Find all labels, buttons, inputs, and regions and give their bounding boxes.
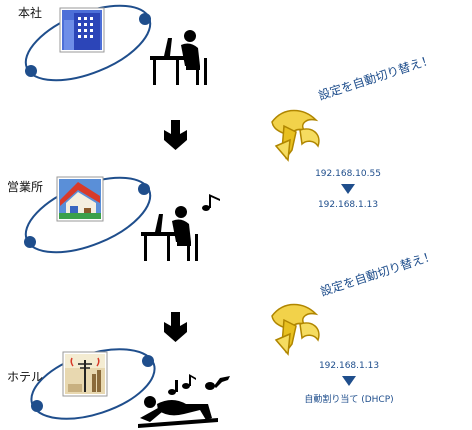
down-arrow-icon [164, 120, 187, 150]
ip-address-from: 192.168.1.13 [319, 361, 379, 371]
dhcp-label: 自動割り当て (DHCP) [304, 393, 393, 405]
stage-branch-office: 営業所 [7, 176, 220, 261]
stage-head-office: 本社 [18, 4, 207, 85]
auto-switch-note: 設定を自動切り替え！ [316, 52, 435, 103]
flying-wing-icon [271, 303, 320, 356]
switch-1: 設定を自動切り替え！ 192.168.10.55 192.168.1.13 [271, 52, 435, 210]
person-relaxing-icon [138, 396, 218, 428]
stage-hotel: ホテル [7, 348, 230, 428]
down-arrow-icon [164, 312, 187, 342]
office-building-icon [59, 7, 105, 53]
location-label-branch-office: 営業所 [7, 180, 43, 194]
switch-2: 設定を自動切り替え！ 192.168.1.13 自動割り当て (DHCP) [271, 248, 437, 405]
flying-wing-icon [271, 109, 320, 162]
hotel-antenna-icon [62, 351, 108, 397]
music-note-icon [168, 374, 230, 395]
location-label-head-office: 本社 [18, 5, 42, 20]
down-triangle-icon [342, 376, 356, 386]
house-icon [56, 176, 104, 222]
ip-address-from: 192.168.10.55 [315, 169, 381, 179]
auto-switch-note: 設定を自動切り替え！ [318, 248, 437, 299]
person-at-desk-icon [150, 30, 207, 85]
person-at-desk-icon [141, 206, 198, 261]
location-label-hotel: ホテル [7, 370, 43, 384]
music-note-icon [202, 194, 220, 211]
ip-address-to: 192.168.1.13 [318, 200, 378, 210]
down-triangle-icon [341, 184, 355, 194]
